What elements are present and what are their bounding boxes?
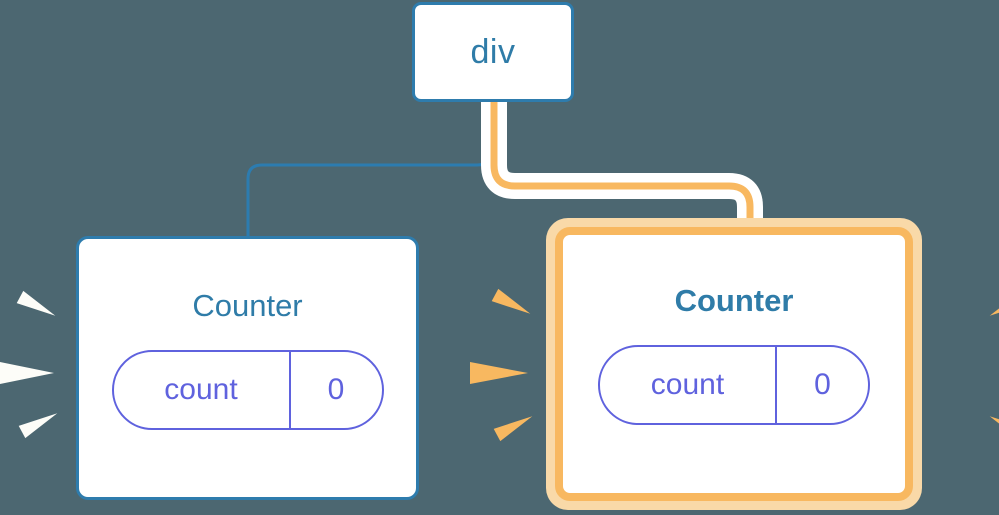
state-pill-right: count 0	[598, 345, 870, 425]
state-pill-right-value: 0	[814, 368, 831, 401]
state-pill-left-key: count	[114, 352, 291, 428]
node-counter-left[interactable]: Counter count 0	[76, 236, 419, 500]
edge-halo-div-to-counter-right	[481, 100, 763, 232]
edge-div-to-counter-right	[490, 100, 754, 232]
node-counter-right-label: Counter	[674, 283, 794, 318]
node-counter-right[interactable]: Counter count 0	[555, 227, 913, 501]
node-div-label: div	[470, 33, 516, 71]
node-counter-left-label: Counter	[192, 288, 303, 323]
burst-ray-mid-middle	[470, 362, 528, 384]
burst-ray-white-middle	[0, 362, 54, 384]
state-pill-left-value: 0	[327, 373, 345, 406]
state-pill-right-key: count	[600, 347, 777, 423]
node-counter-right-highlight-glow: Counter count 0	[546, 218, 922, 510]
edge-div-to-counter-left	[246, 98, 493, 240]
state-pill-left: count 0	[111, 350, 384, 430]
node-div[interactable]: div	[412, 2, 574, 102]
